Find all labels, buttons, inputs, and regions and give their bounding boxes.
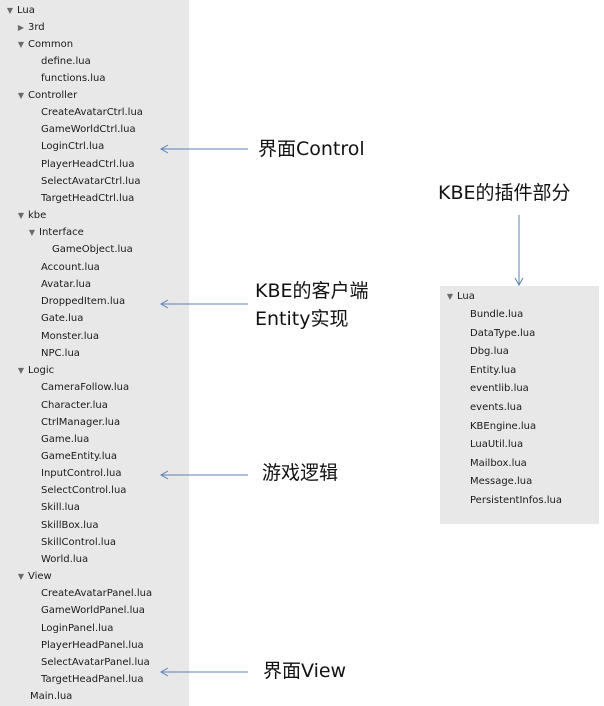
tree-file-targetheadpanel[interactable]: TargetHeadPanel.lua	[41, 674, 144, 685]
tree-folder-lua[interactable]: ▼Lua	[5, 2, 35, 19]
chevron-right-icon[interactable]: ▶	[17, 23, 25, 32]
chevron-down-icon[interactable]: ▼	[28, 228, 36, 237]
tree-file-avatar[interactable]: Avatar.lua	[41, 279, 91, 290]
tree-file-selectcontrol[interactable]: SelectControl.lua	[41, 485, 127, 496]
tree-file-npc[interactable]: NPC.lua	[41, 348, 80, 359]
tree-file-loginpanel[interactable]: LoginPanel.lua	[41, 623, 114, 634]
tree-file-playerheadctrl[interactable]: PlayerHeadCtrl.lua	[41, 159, 135, 170]
tree-file-gameobject[interactable]: GameObject.lua	[52, 244, 133, 255]
kbe-file-eventlib[interactable]: eventlib.lua	[470, 383, 529, 394]
tree-file-skill[interactable]: Skill.lua	[41, 502, 80, 513]
tree-file-skillbox[interactable]: SkillBox.lua	[41, 520, 99, 531]
tree-file-playerheadpanel[interactable]: PlayerHeadPanel.lua	[41, 640, 144, 651]
tree-file-selectavatarpanel[interactable]: SelectAvatarPanel.lua	[41, 657, 150, 668]
tree-file-gameworldctrl[interactable]: GameWorldCtrl.lua	[41, 124, 136, 135]
tree-folder-common[interactable]: ▼Common	[16, 36, 73, 53]
tree-file-game[interactable]: Game.lua	[41, 434, 90, 445]
tree-file-targetheadctrl[interactable]: TargetHeadCtrl.lua	[41, 193, 135, 204]
tree-file-gameentity[interactable]: GameEntity.lua	[41, 451, 117, 462]
kbe-file-luautil[interactable]: LuaUtil.lua	[470, 439, 524, 450]
kbe-folder-lua[interactable]: ▼Lua	[445, 288, 475, 306]
tree-file-inputcontrol[interactable]: InputControl.lua	[41, 468, 122, 479]
tree-file-world[interactable]: World.lua	[41, 554, 89, 565]
kbe-file-message[interactable]: Message.lua	[470, 476, 533, 487]
tree-file-define[interactable]: define.lua	[41, 56, 91, 67]
tree-file-droppeditem[interactable]: DroppedItem.lua	[41, 296, 126, 307]
chevron-down-icon[interactable]: ▼	[17, 211, 25, 220]
kbe-file-kbengine[interactable]: KBEngine.lua	[470, 421, 537, 432]
tree-file-functions[interactable]: functions.lua	[41, 73, 106, 84]
annotation-entity-line1: KBE的客户端	[255, 280, 369, 302]
kbe-file-datatype[interactable]: DataType.lua	[470, 328, 536, 339]
chevron-down-icon[interactable]: ▼	[17, 366, 25, 375]
tree-file-camerafollow[interactable]: CameraFollow.lua	[41, 382, 130, 393]
tree-folder-controller[interactable]: ▼Controller	[16, 87, 77, 104]
project-tree: ▼Lua ▶3rd ▼Common define.lua functions.l…	[0, 0, 189, 706]
annotation-view: 界面View	[263, 660, 347, 682]
tree-file-gate[interactable]: Gate.lua	[41, 313, 84, 324]
kbe-file-entity[interactable]: Entity.lua	[470, 365, 517, 376]
tree-file-skillcontrol[interactable]: SkillControl.lua	[41, 537, 117, 548]
kbe-file-events[interactable]: events.lua	[470, 402, 523, 413]
annotation-control: 界面Control	[258, 138, 365, 160]
tree-folder-view[interactable]: ▼View	[16, 568, 52, 585]
tree-file-character[interactable]: Character.lua	[41, 400, 108, 411]
tree-file-account[interactable]: Account.lua	[41, 262, 100, 273]
chevron-down-icon[interactable]: ▼	[17, 40, 25, 49]
tree-folder-logic[interactable]: ▼Logic	[16, 362, 54, 379]
arrow-plugin-head	[514, 277, 524, 287]
annotation-plugin: KBE的插件部分	[438, 182, 571, 204]
annotation-logic: 游戏逻辑	[262, 462, 339, 484]
tree-file-createavatarpanel[interactable]: CreateAvatarPanel.lua	[41, 588, 153, 599]
kbe-file-persistentinfos[interactable]: PersistentInfos.lua	[470, 495, 563, 506]
tree-file-main[interactable]: Main.lua	[30, 691, 73, 702]
kbe-plugin-tree: ▼Lua Bundle.lua DataType.lua Dbg.lua Ent…	[440, 286, 599, 524]
tree-folder-3rd[interactable]: ▶3rd	[16, 19, 45, 36]
annotation-entity-line2: Entity实现	[255, 308, 349, 330]
chevron-down-icon[interactable]: ▼	[446, 292, 454, 301]
kbe-file-bundle[interactable]: Bundle.lua	[470, 309, 524, 320]
chevron-down-icon[interactable]: ▼	[6, 6, 14, 15]
tree-file-monster[interactable]: Monster.lua	[41, 331, 99, 342]
tree-file-createavatarctrl[interactable]: CreateAvatarCtrl.lua	[41, 107, 143, 118]
tree-file-selectavatarctrl[interactable]: SelectAvatarCtrl.lua	[41, 176, 141, 187]
tree-file-loginctrl[interactable]: LoginCtrl.lua	[41, 141, 105, 152]
kbe-file-dbg[interactable]: Dbg.lua	[470, 346, 509, 357]
tree-file-gameworldpanel[interactable]: GameWorldPanel.lua	[41, 605, 145, 616]
tree-folder-kbe[interactable]: ▼kbe	[16, 207, 46, 224]
tree-folder-interface[interactable]: ▼Interface	[27, 224, 84, 241]
tree-file-ctrlmanager[interactable]: CtrlManager.lua	[41, 417, 121, 428]
chevron-down-icon[interactable]: ▼	[17, 572, 25, 581]
kbe-file-mailbox[interactable]: Mailbox.lua	[470, 458, 527, 469]
chevron-down-icon[interactable]: ▼	[17, 91, 25, 100]
